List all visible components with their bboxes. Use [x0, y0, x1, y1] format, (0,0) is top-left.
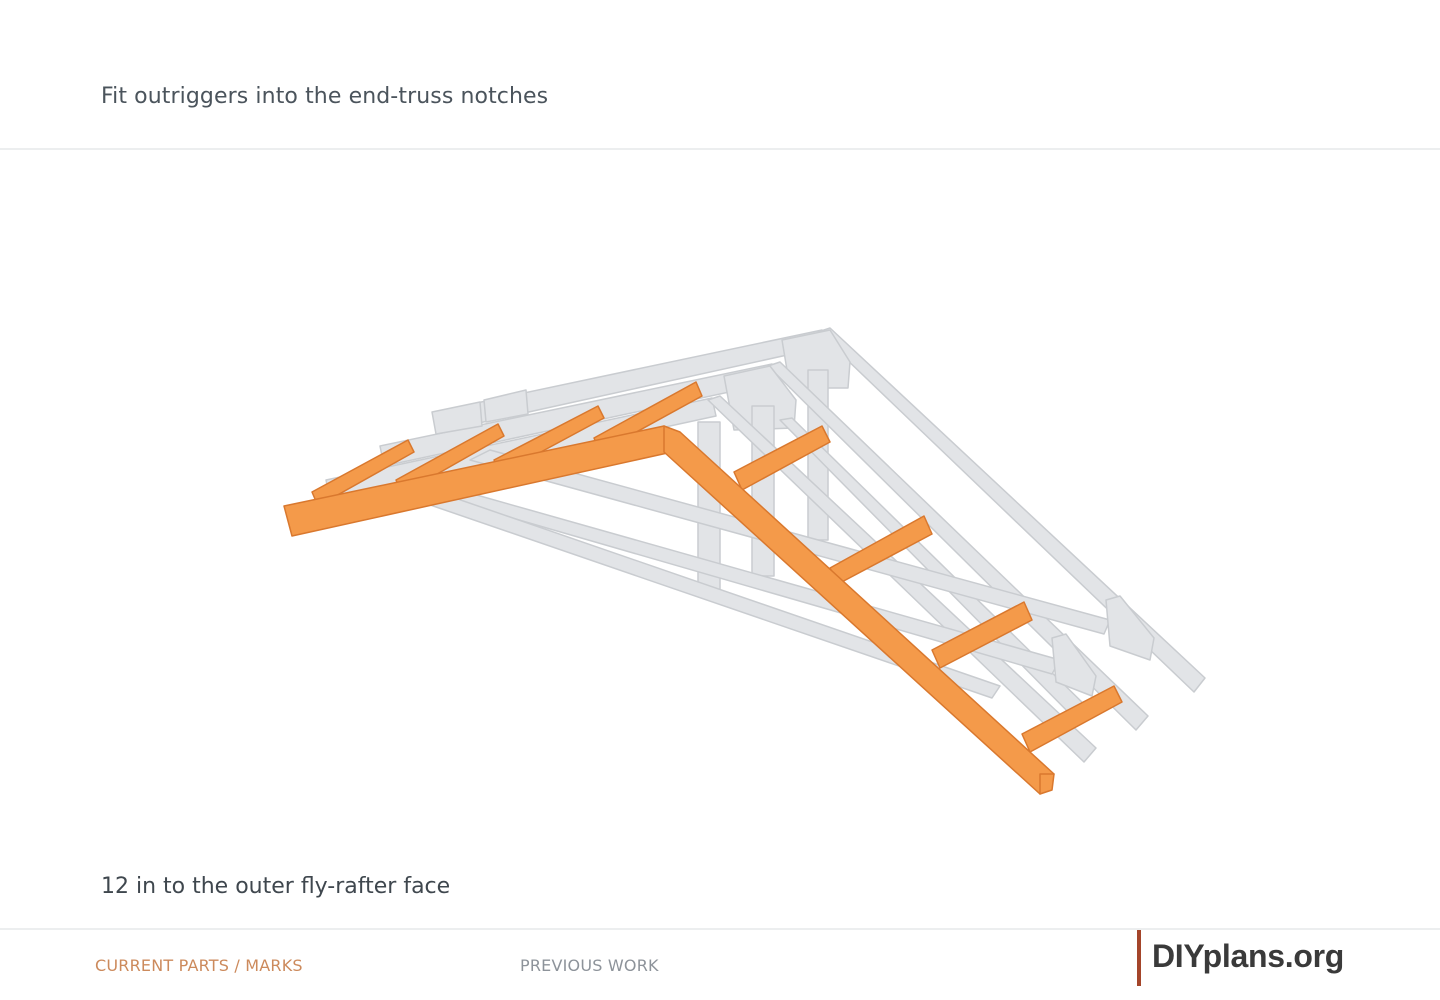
- truss-diagram: [283, 327, 1206, 795]
- fly-rafter-end: [1039, 773, 1055, 795]
- header: Fit outriggers into the end-truss notche…: [0, 0, 1440, 150]
- diagram-stage: [0, 150, 1440, 930]
- measurement-note: 12 in to the outer fly-rafter face: [101, 874, 451, 899]
- legend-current-parts: CURRENT PARTS / MARKS: [95, 956, 303, 975]
- footer: CURRENT PARTS / MARKS PREVIOUS WORK DIYp…: [0, 928, 1440, 1000]
- step-title: Fit outriggers into the end-truss notche…: [101, 84, 549, 109]
- legend-previous-work: PREVIOUS WORK: [520, 956, 659, 975]
- ridge-block-b: [431, 401, 483, 435]
- outrigger-right-3: [931, 601, 1033, 669]
- ridge-block-a: [483, 389, 529, 423]
- outrigger-right-1: [733, 425, 831, 491]
- heel-gusset-1: [1105, 595, 1155, 661]
- outrigger-right-4: [1021, 685, 1123, 753]
- brand-logo[interactable]: DIYplans.org: [1152, 938, 1344, 974]
- fly-rafter-right: [663, 425, 1055, 795]
- heel-gusset-2: [1051, 633, 1097, 697]
- brand-accent-bar: [1137, 930, 1141, 986]
- current-parts: [283, 381, 1123, 795]
- previous-work-trusses: [325, 327, 1206, 763]
